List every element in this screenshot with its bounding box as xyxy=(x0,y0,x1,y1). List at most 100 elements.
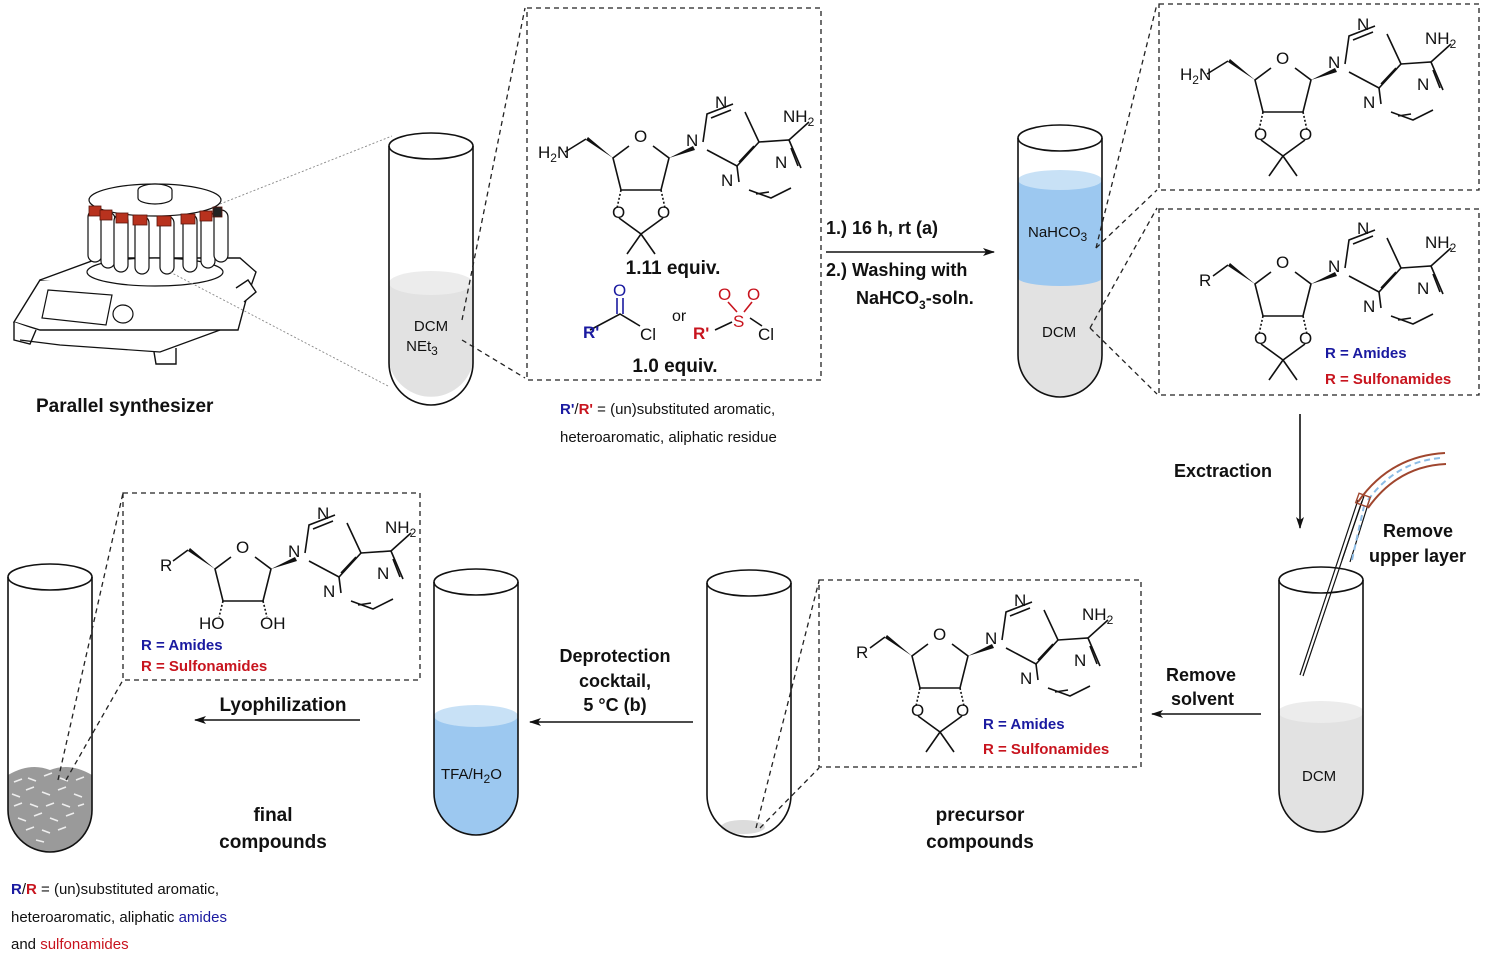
remove-upper-layer-line1: Remove xyxy=(1383,521,1453,541)
r-legend-sulfonamides: R = Sulfonamides xyxy=(141,658,267,675)
svg-text:N: N xyxy=(1417,75,1429,94)
svg-text:Cl: Cl xyxy=(640,325,656,344)
step1-washing-solution: NaHCO3-soln. xyxy=(856,288,974,312)
r-legend-sulfonamides: R = Sulfonamides xyxy=(1325,371,1451,388)
zoom-callout-lines xyxy=(57,492,124,781)
amine-equivalents: 1.11 equiv. xyxy=(626,258,721,279)
svg-text:HO: HO xyxy=(199,614,225,633)
deprotection-tube xyxy=(433,568,519,836)
svg-text:N: N xyxy=(1074,651,1086,670)
svg-text:R: R xyxy=(160,556,172,575)
protected-product-structure xyxy=(1212,229,1452,381)
remove-upper-layer-line2: upper layer xyxy=(1369,546,1466,566)
synthesizer-label: Parallel synthesizer xyxy=(36,396,214,417)
remove-solvent-line2: solvent xyxy=(1171,689,1234,709)
svg-text:N: N xyxy=(715,93,727,112)
svg-text:O: O xyxy=(1299,329,1312,348)
lyophilization-label: Lyophilization xyxy=(219,695,346,716)
step1-washing: 2.) Washing with xyxy=(826,260,967,280)
final-tube xyxy=(7,563,93,853)
unreacted-amine-structure xyxy=(1206,25,1452,177)
svg-text:NH2: NH2 xyxy=(783,107,815,129)
svg-text:O: O xyxy=(1276,253,1289,272)
svg-text:O: O xyxy=(1276,49,1289,68)
r-legend-sulfonamides: R = Sulfonamides xyxy=(983,741,1109,758)
reaction-solvent-dcm: DCM xyxy=(414,318,448,335)
final-product-structure xyxy=(172,514,412,618)
or-label: or xyxy=(672,308,687,325)
unreacted-amine-atom-labels: O H2N N N NH2 N N O O xyxy=(1180,15,1457,144)
svg-text:N: N xyxy=(1417,279,1429,298)
svg-text:N: N xyxy=(1020,669,1032,688)
step1-conditions: 1.) 16 h, rt (a) xyxy=(826,218,938,238)
svg-text:NH2: NH2 xyxy=(1425,29,1457,51)
svg-text:R': R' xyxy=(583,323,599,342)
svg-text:NH2: NH2 xyxy=(385,518,417,540)
svg-text:N: N xyxy=(1328,53,1340,72)
svg-text:R': R' xyxy=(693,324,709,343)
pipette-icon xyxy=(1299,452,1447,677)
svg-text:O: O xyxy=(747,285,760,304)
svg-text:O: O xyxy=(657,203,670,222)
r-legend-amides: R = Amides xyxy=(141,637,223,654)
svg-text:N: N xyxy=(686,131,698,150)
precursor-structure xyxy=(869,601,1109,753)
svg-text:O: O xyxy=(1254,125,1267,144)
final-footnote-line3: and sulfonamides xyxy=(11,936,129,953)
acyl-chloride-structure: O R' Cl xyxy=(583,281,656,344)
remove-solvent-line1: Remove xyxy=(1166,665,1236,685)
deprotection-line2: cocktail, xyxy=(579,671,651,691)
svg-text:N: N xyxy=(288,542,300,561)
biphasic-wash-tube xyxy=(1017,124,1103,398)
deprotection-line1: Deprotection xyxy=(559,646,670,666)
reagents-box xyxy=(526,7,822,381)
svg-text:O: O xyxy=(718,285,731,304)
final-product-atom-labels: O R N N NH2 N N HO OH xyxy=(160,504,417,633)
reagent-footnote-line1: R'/R' = (un)substituted aromatic, xyxy=(560,401,775,418)
svg-text:R: R xyxy=(856,643,868,662)
svg-text:O: O xyxy=(933,625,946,644)
svg-text:N: N xyxy=(1328,257,1340,276)
svg-text:O: O xyxy=(1254,329,1267,348)
extraction-tube xyxy=(1278,566,1364,833)
svg-text:NH2: NH2 xyxy=(1425,233,1457,255)
reagent-footnote-line2: heteroaromatic, aliphatic residue xyxy=(560,429,777,446)
protected-product-atom-labels: O R N N NH2 N N O O xyxy=(1199,219,1457,348)
svg-text:N: N xyxy=(1357,219,1369,238)
acyl-equivalents: 1.0 equiv. xyxy=(632,356,717,377)
svg-text:N: N xyxy=(1357,15,1369,34)
svg-text:H2N: H2N xyxy=(538,143,569,165)
svg-text:N: N xyxy=(775,153,787,172)
final-product-box xyxy=(122,492,421,681)
precursor-label-line2: compounds xyxy=(926,832,1034,853)
amine-starting-material-structure xyxy=(564,103,810,255)
precursor-tube xyxy=(706,569,792,838)
svg-text:N: N xyxy=(1363,93,1375,112)
zoom-callout-lines xyxy=(755,580,820,829)
parallel-synthesizer-icon xyxy=(12,183,257,365)
r-legend-amides: R = Amides xyxy=(1325,345,1407,362)
reaction-tube xyxy=(388,132,474,406)
svg-text:OH: OH xyxy=(260,614,286,633)
zoom-callout-lines-upper xyxy=(1095,3,1158,249)
product-in-dcm-box xyxy=(1158,208,1480,396)
svg-text:N: N xyxy=(323,582,335,601)
svg-text:NH2: NH2 xyxy=(1082,605,1114,627)
tfa-water-label: TFA/H2O xyxy=(441,766,502,786)
zoom-guide-line xyxy=(219,135,393,205)
extraction-tube-dcm: DCM xyxy=(1302,768,1336,785)
svg-text:N: N xyxy=(377,564,389,583)
final-label-line1: final xyxy=(253,805,292,826)
svg-text:R: R xyxy=(1199,271,1211,290)
svg-text:Cl: Cl xyxy=(758,325,774,344)
aqueous-layer-label: NaHCO3 xyxy=(1028,224,1088,244)
extraction-label: Exctraction xyxy=(1174,461,1272,481)
final-label-line2: compounds xyxy=(219,832,327,853)
svg-text:O: O xyxy=(1299,125,1312,144)
final-footnote-line2: heteroaromatic, aliphatic amides xyxy=(11,909,227,926)
precursor-box xyxy=(818,579,1142,768)
svg-text:N: N xyxy=(1014,591,1026,610)
reaction-base-net3: NEt3 xyxy=(406,338,438,358)
amine-atom-labels: O H2N N N NH2 N N O O xyxy=(538,93,815,222)
